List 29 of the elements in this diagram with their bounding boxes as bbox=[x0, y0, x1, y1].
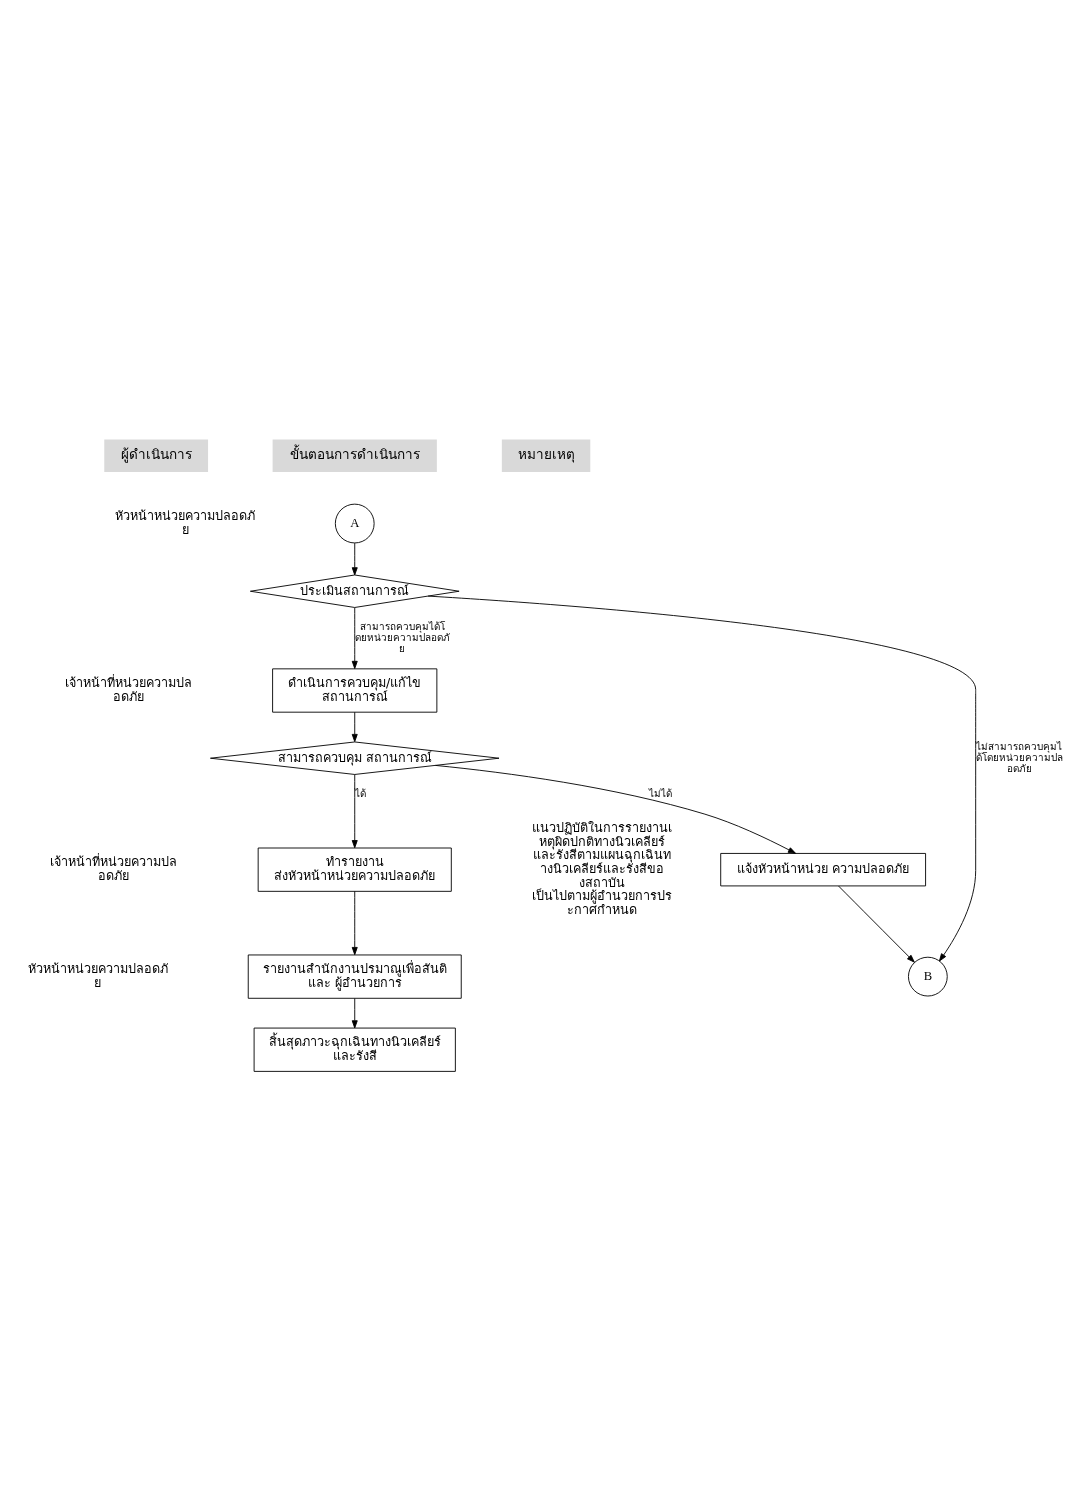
label: ผู้ดำเนินการ bbox=[120, 445, 192, 462]
label: ขั้นตอนการดำเนินการ bbox=[289, 445, 420, 462]
arrow bbox=[351, 890, 358, 955]
label: หัวหน้าหน่วยความปลอดภัย bbox=[27, 960, 168, 990]
edge-label: ไม่สามารถควบคุมได้โดยหน่วยความปลอดภัย bbox=[975, 740, 1063, 774]
node-box: สิ้นสุดภาวะฉุกเฉินทางนิวเคลียร์และรังสี bbox=[253, 1027, 456, 1072]
arrow bbox=[351, 711, 358, 742]
node-box: รายงานสำนักงานปรมาณูเพื่อสันติ และ ผู้อำนวยการ bbox=[247, 954, 462, 999]
edge-label: ไม่ได้ bbox=[649, 787, 673, 799]
node-circle: A bbox=[334, 503, 375, 543]
arrow bbox=[427, 595, 977, 961]
edge-label: สามารถควบคุมได้โดยหน่วยความปลอดภัย bbox=[354, 620, 450, 654]
arrow bbox=[838, 885, 915, 963]
arrow bbox=[351, 606, 358, 669]
node-box: ทำรายงาน ส่งหัวหน้าหน่วยความปลอดภัย bbox=[257, 847, 452, 892]
node-diamond: ประเมินสถานการณ์ bbox=[249, 574, 460, 608]
label: แนวปฏิบัติในการรายงานเหตุผิดปกติทางนิวเคลียร์และรังสีตามแผนฉุกเฉินทางนิวเคลียร์และรังสีของสถาบัน เป็นไปตามผู้อำนวยการประกาศกำหนด bbox=[532, 819, 673, 917]
label: หมายเหตุ bbox=[517, 445, 575, 462]
label: หัวหน้าหน่วยความปลอดภัย bbox=[115, 507, 256, 537]
label: เจ้าหน้าที่หน่วยความปลอดภัย bbox=[64, 674, 192, 704]
arrow bbox=[351, 997, 358, 1028]
node-box: แจ้งหัวหน้าหน่วย ความปลอดภัย bbox=[720, 852, 927, 886]
arrow bbox=[351, 542, 358, 575]
arrow bbox=[351, 773, 358, 848]
label: เจ้าหน้าที่หน่วยความปลอดภัย bbox=[50, 853, 178, 883]
edge-label: ได้ bbox=[355, 787, 367, 799]
arrow bbox=[434, 764, 797, 854]
node-box: ดำเนินการควบคุม/แก้ไข สถานการณ์ bbox=[272, 667, 438, 713]
node-diamond: สามารถควบคุม สถานการณ์ bbox=[210, 741, 500, 775]
